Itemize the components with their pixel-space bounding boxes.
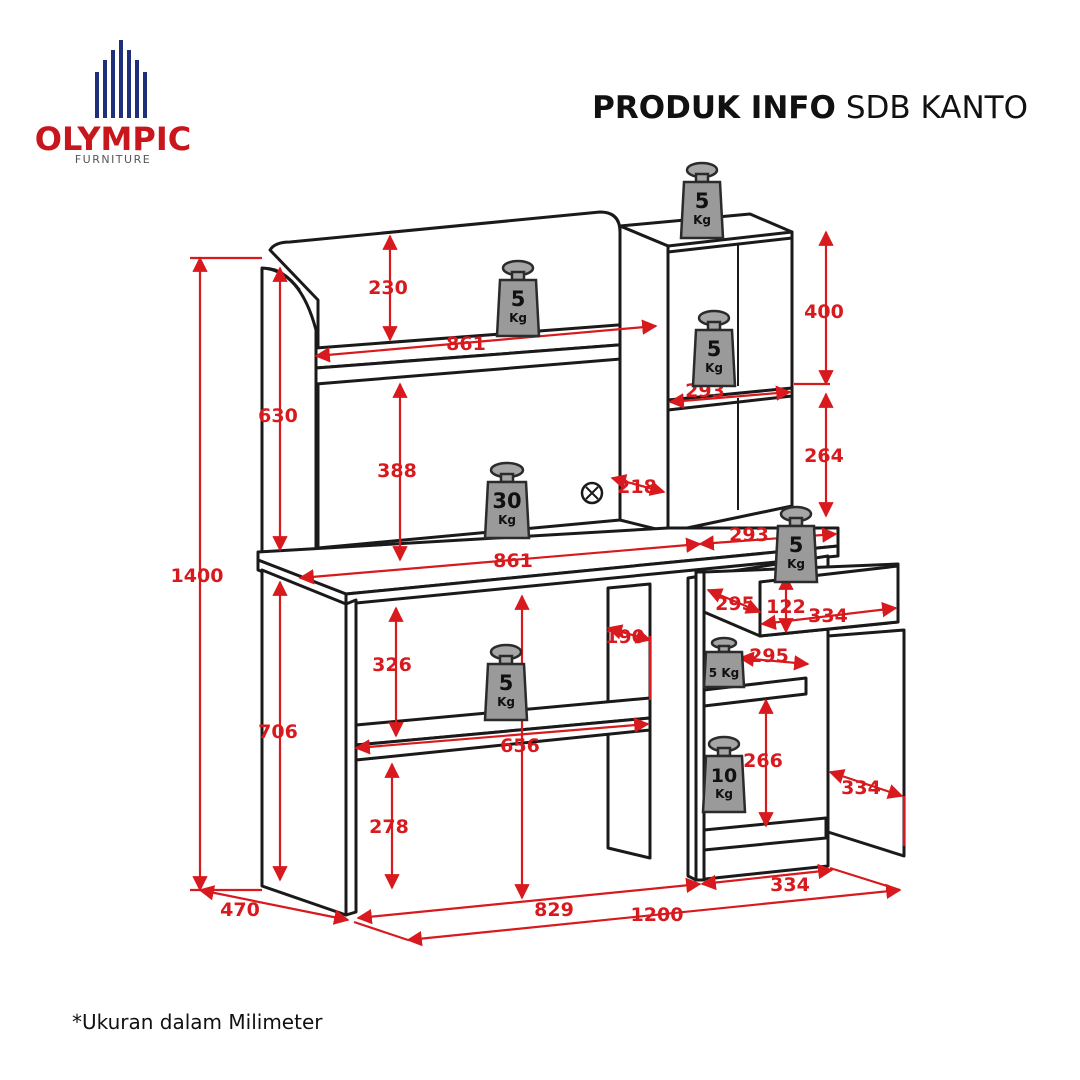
dimension-labels: 230 861 630 388 218 861 1400 400 293 264… — [171, 277, 881, 926]
weight-icon: 5 Kg — [483, 643, 529, 722]
footnote: *Ukuran dalam Milimeter — [72, 1010, 323, 1034]
dimension-lines — [190, 230, 906, 947]
dim-230: 230 — [368, 277, 408, 299]
cabinet-bottom — [702, 816, 828, 852]
brand-sub: FURNITURE — [75, 153, 151, 166]
weight-unit: Kg — [497, 695, 515, 709]
dim-326: 326 — [372, 654, 412, 676]
dim-1400: 1400 — [171, 565, 224, 587]
weight-value: 30 — [492, 489, 521, 513]
dim-861-upper: 861 — [446, 333, 486, 355]
weight-value: 5 — [707, 337, 722, 361]
weight-icon: 5 Kg — [679, 161, 725, 240]
dim-706: 706 — [258, 721, 298, 743]
weight-icon: 10 Kg — [701, 735, 747, 814]
dim-829: 829 — [534, 899, 574, 921]
weight-unit: Kg — [498, 513, 516, 527]
dim-656: 656 — [500, 735, 540, 757]
dim-278: 278 — [369, 816, 409, 838]
weight-value: 5 — [499, 671, 514, 695]
dim-334-drawer: 334 — [808, 605, 848, 627]
olympic-logo: OLYMPIC FURNITURE — [35, 40, 191, 166]
title-bold: PRODUK INFO — [592, 90, 836, 126]
dim-334-door: 334 — [841, 777, 881, 799]
weight-unit: Kg — [693, 213, 711, 227]
weight-unit: Kg — [715, 787, 733, 801]
dim-1200: 1200 — [631, 904, 684, 926]
dim-266: 266 — [743, 750, 783, 772]
dim-295-shelf: 295 — [749, 645, 789, 667]
load-weights: 5 Kg 5 Kg 5 Kg 30 Kg — [483, 161, 819, 814]
weight-icon: 5 Kg — [495, 259, 541, 338]
weight-icon: 5 Kg — [691, 309, 737, 388]
weight-icon: 5 Kg — [702, 636, 746, 689]
dim-218: 218 — [617, 476, 657, 498]
dim-264: 264 — [804, 445, 844, 467]
dim-122: 122 — [766, 596, 806, 618]
dim-388: 388 — [377, 460, 417, 482]
dim-630: 630 — [258, 405, 298, 427]
dim-295-drawer: 295 — [715, 593, 755, 615]
logo-bars-icon — [95, 40, 147, 118]
weight-value: 5 Kg — [709, 666, 739, 680]
weight-value: 5 — [789, 533, 804, 557]
brand-name: OLYMPIC — [35, 120, 191, 158]
weight-icon: 5 Kg — [773, 505, 819, 584]
dim-400: 400 — [804, 301, 844, 323]
dim-861-desk: 861 — [493, 550, 533, 572]
cabinet-shelf — [702, 676, 808, 708]
weight-unit: Kg — [787, 557, 805, 571]
weight-value: 5 — [511, 287, 526, 311]
weight-unit: Kg — [705, 361, 723, 375]
weight-value: 5 — [695, 189, 710, 213]
dim-470: 470 — [220, 899, 260, 921]
weight-value: 10 — [711, 765, 737, 787]
title-regular: SDB KANTO — [846, 90, 1028, 126]
cabinet-door — [826, 628, 906, 858]
dim-293-desk: 293 — [729, 524, 769, 546]
weight-unit: Kg — [509, 311, 527, 325]
dim-190: 190 — [605, 626, 645, 648]
weight-icon: 30 Kg — [483, 461, 531, 540]
dim-334-bottom: 334 — [770, 874, 810, 896]
page-title: PRODUK INFO SDB KANTO — [592, 90, 1028, 126]
